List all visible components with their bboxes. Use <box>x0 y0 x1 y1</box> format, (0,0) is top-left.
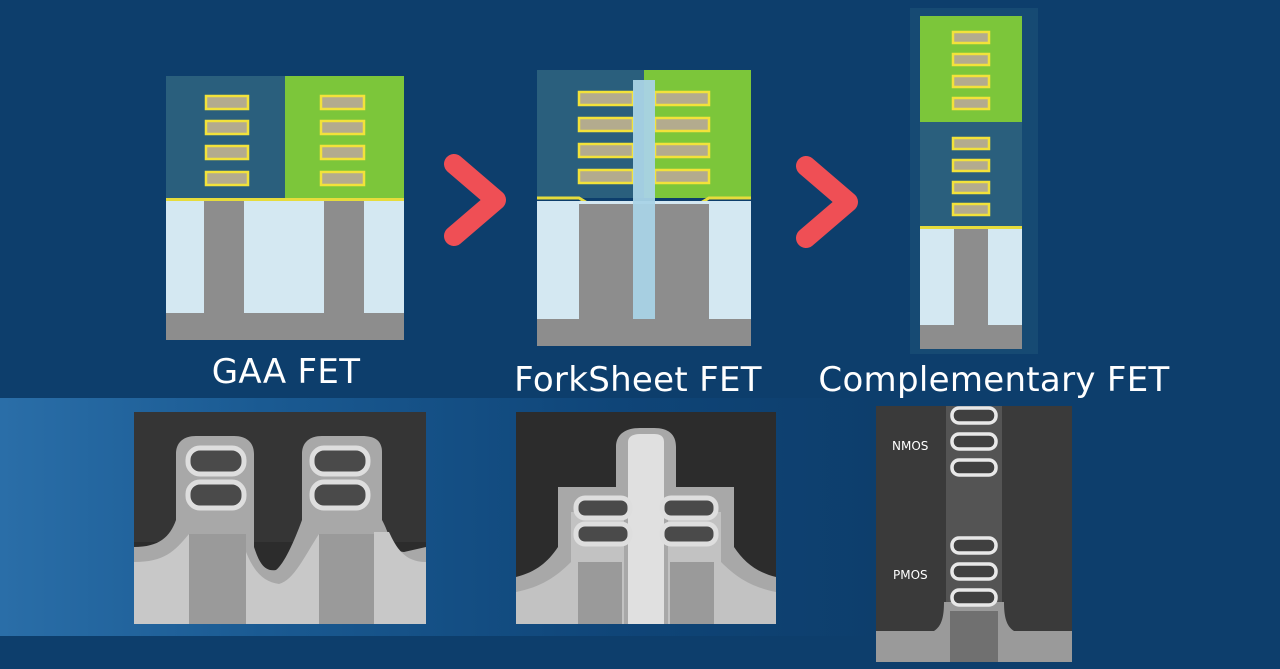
forksheet-fet-diagram <box>537 70 751 346</box>
oxide-layer <box>166 201 404 313</box>
substrate <box>537 319 751 346</box>
gaa-fet-label: GAA FET <box>211 352 361 392</box>
substrate <box>166 313 404 340</box>
pmos-label: PMOS <box>893 568 928 582</box>
forksheet-fet-label: ForkSheet FET <box>514 360 762 400</box>
fin-left <box>204 201 244 313</box>
fin <box>954 229 988 325</box>
forksheet-tem-image <box>516 412 776 624</box>
substrate <box>920 325 1022 349</box>
dielectric-wall <box>633 80 655 319</box>
gaa-fet-diagram <box>166 76 404 340</box>
nmos-label: NMOS <box>892 439 929 453</box>
fin-right <box>324 201 364 313</box>
cfet-diagram <box>910 8 1038 354</box>
cfet-tem-image <box>876 406 1072 662</box>
gaa-tem-image <box>134 412 426 624</box>
cfet-label: Complementary FET <box>818 360 1170 400</box>
chevron-right-icon <box>796 156 858 248</box>
chevron-right-icon <box>444 154 506 246</box>
